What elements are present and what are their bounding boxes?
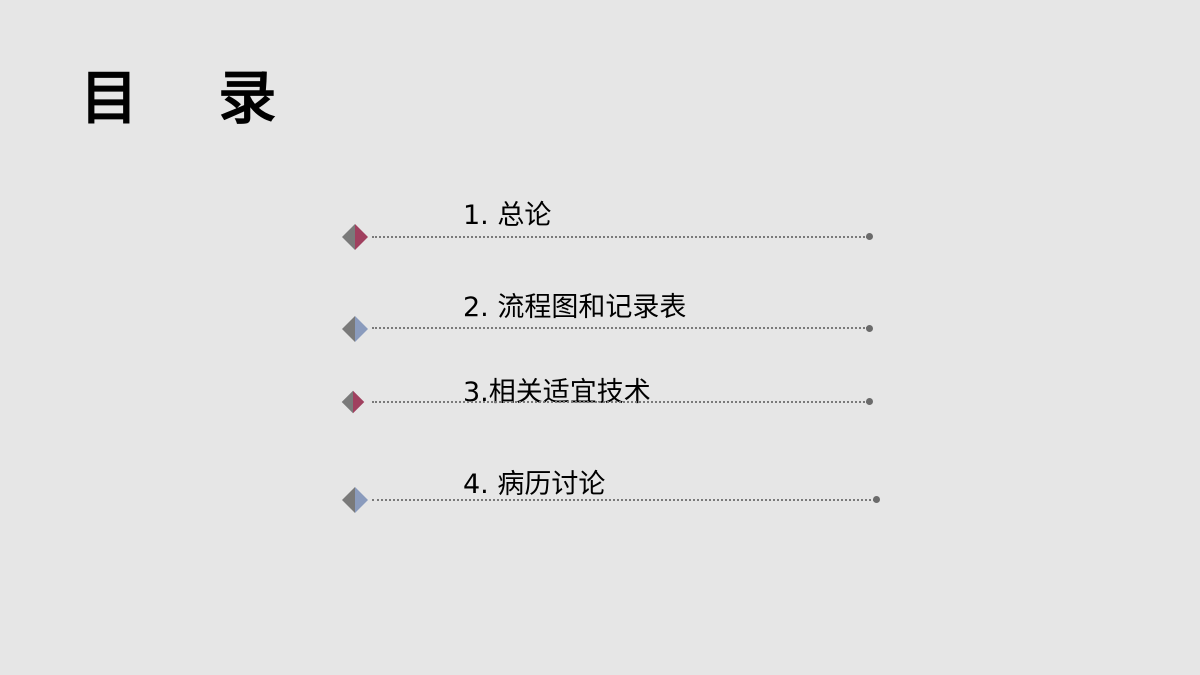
toc-item-label: 3.相关适宜技术 [463, 377, 651, 408]
toc-item-2[interactable]: 2. 流程图和记录表 [340, 292, 880, 350]
toc-item-3[interactable]: 3.相关适宜技术 [340, 377, 880, 428]
line-end-dot [866, 398, 873, 405]
diamond-bullet-icon [342, 487, 368, 513]
dotted-divider [372, 401, 868, 403]
diamond-bullet-icon [341, 390, 365, 414]
line-end-dot [866, 325, 873, 332]
line-end-dot [866, 233, 873, 240]
toc-item-1[interactable]: 1. 总论 [340, 200, 880, 258]
diamond-bullet-icon [342, 224, 368, 250]
toc-item-label: 1. 总论 [463, 200, 552, 231]
diamond-bullet-icon [342, 316, 368, 342]
toc-item-4[interactable]: 4. 病历讨论 [340, 469, 885, 522]
line-end-dot [873, 496, 880, 503]
dotted-divider [372, 327, 868, 329]
dotted-divider [372, 499, 875, 501]
toc-item-label: 4. 病历讨论 [463, 469, 606, 500]
toc-item-label: 2. 流程图和记录表 [463, 292, 687, 323]
dotted-divider [372, 236, 868, 238]
page-title: 目 录 [80, 64, 307, 132]
